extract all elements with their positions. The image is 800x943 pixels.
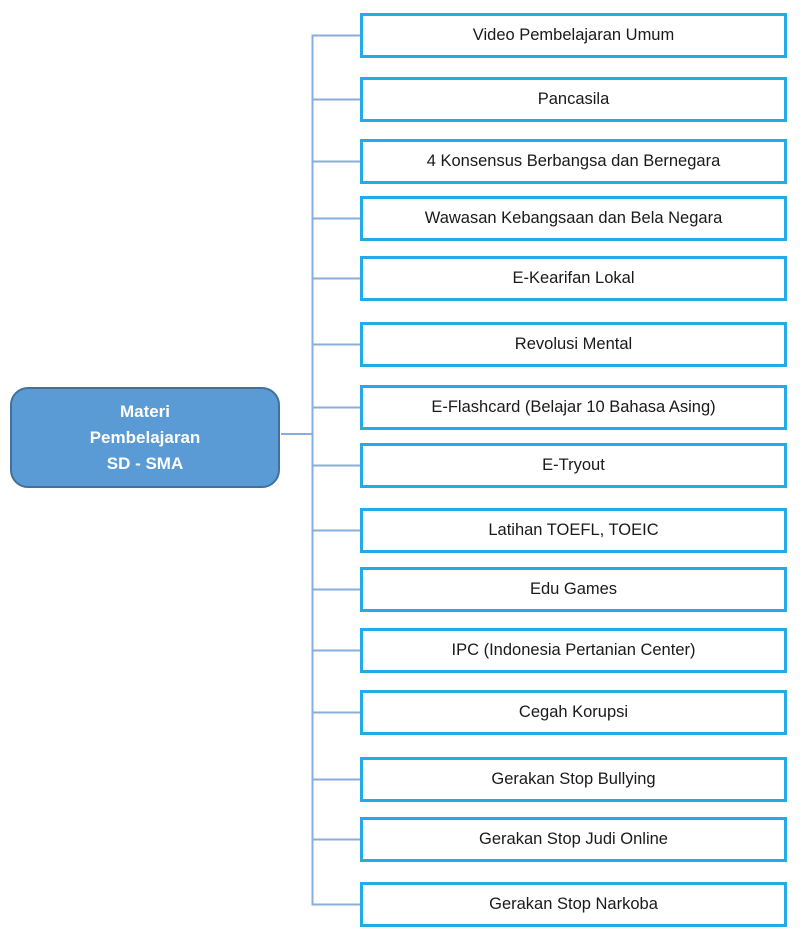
child-node-5: E-Kearifan Lokal [360, 256, 787, 301]
child-node-1: Video Pembelajaran Umum [360, 13, 787, 58]
child-node-label: Revolusi Mental [514, 335, 633, 354]
child-node-10: Edu Games [360, 567, 787, 612]
child-node-12: Cegah Korupsi [360, 690, 787, 735]
child-node-7: E-Flashcard (Belajar 10 Bahasa Asing) [360, 385, 787, 430]
child-node-label: Cegah Korupsi [518, 703, 629, 722]
child-node-label: Gerakan Stop Judi Online [479, 830, 668, 849]
child-node-15: Gerakan Stop Narkoba [360, 882, 787, 927]
child-node-label: Latihan TOEFL, TOEIC [488, 521, 659, 540]
child-node-13: Gerakan Stop Bullying [360, 757, 787, 802]
child-node-label: E-Flashcard (Belajar 10 Bahasa Asing) [431, 398, 716, 417]
child-node-label: Gerakan Stop Narkoba [489, 895, 658, 914]
child-node-label: Edu Games [529, 580, 618, 599]
root-node-label: Materi Pembelajaran SD - SMA [89, 401, 201, 473]
child-node-label: E-Kearifan Lokal [512, 269, 635, 288]
child-node-label: 4 Konsensus Berbangsa dan Bernegara [426, 152, 721, 171]
child-node-label: Gerakan Stop Bullying [491, 770, 656, 789]
child-node-14: Gerakan Stop Judi Online [360, 817, 787, 862]
child-node-9: Latihan TOEFL, TOEIC [360, 508, 787, 553]
child-node-11: IPC (Indonesia Pertanian Center) [360, 628, 787, 673]
child-node-label: Pancasila [537, 90, 610, 109]
child-node-2: Pancasila [360, 77, 787, 122]
child-node-4: Wawasan Kebangsaan dan Bela Negara [360, 196, 787, 241]
child-node-3: 4 Konsensus Berbangsa dan Bernegara [360, 139, 787, 184]
child-node-label: Wawasan Kebangsaan dan Bela Negara [424, 209, 723, 228]
child-node-6: Revolusi Mental [360, 322, 787, 367]
child-node-label: Video Pembelajaran Umum [472, 26, 675, 45]
child-node-label: E-Tryout [542, 456, 605, 475]
child-node-8: E-Tryout [360, 443, 787, 488]
child-node-label: IPC (Indonesia Pertanian Center) [451, 641, 696, 660]
root-node: Materi Pembelajaran SD - SMA [10, 387, 280, 488]
